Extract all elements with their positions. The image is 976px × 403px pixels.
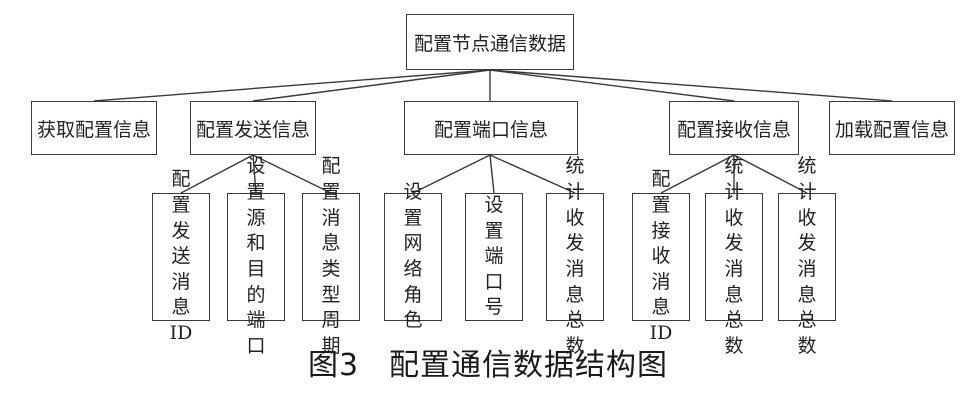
leaf-label: 统计收发消息总数: [565, 155, 585, 357]
leaf-port-number: 设置端口号: [465, 193, 523, 321]
connector-line: [489, 154, 495, 194]
connector-line: [733, 154, 808, 194]
node-label: 配置接收信息: [676, 118, 791, 141]
leaf-msg-count-2: 统计收发消息总数: [705, 155, 763, 357]
leaf-label: 设置端口号: [484, 193, 504, 319]
caption-number: 图3: [307, 348, 360, 383]
node-label: 获取配置信息: [36, 118, 151, 141]
connector-line: [412, 154, 491, 194]
connector-line: [93, 69, 491, 102]
leaf-label: 设置源和目的端口: [246, 155, 266, 357]
connector-line: [489, 154, 576, 194]
leaf-msg-count-1: 统计收发消息总数: [546, 155, 604, 357]
node-get-config: 获取配置信息: [31, 101, 157, 155]
leaf-recv-msg-id: 配置接收消息ID: [632, 168, 690, 344]
node-label: 配置端口信息: [433, 118, 548, 141]
leaf-msg-type-period: 配置消息类型周期: [302, 155, 360, 357]
node-label: 配置发送信息: [195, 118, 310, 141]
figure-caption: 图3 配置通信数据结构图: [0, 340, 976, 384]
leaf-label: 统计收发消息总数: [797, 155, 817, 357]
connector-line: [180, 154, 254, 194]
leaf-label: 配置发送消息ID: [169, 168, 193, 345]
node-label: 加载配置信息: [834, 118, 949, 141]
connector-line: [489, 69, 893, 102]
leaf-send-msg-id: 配置发送消息ID: [152, 168, 210, 344]
root-node: 配置节点通信数据: [406, 14, 574, 70]
node-load-config: 加载配置信息: [829, 101, 955, 155]
connector-line: [489, 69, 735, 102]
node-config-send: 配置发送信息: [190, 101, 316, 155]
leaf-network-role: 设置网络角色: [384, 181, 442, 331]
connector-line: [252, 69, 491, 102]
leaf-label: 统计收发消息总数: [724, 155, 744, 357]
node-config-port: 配置端口信息: [404, 101, 578, 155]
caption-title: 配置通信数据结构图: [389, 348, 669, 383]
leaf-src-dst-port: 设置源和目的端口: [227, 155, 285, 357]
leaf-label: 配置接收消息ID: [649, 168, 673, 345]
node-config-receive: 配置接收信息: [669, 101, 799, 155]
connector-line: [252, 154, 257, 194]
leaf-msg-count-3: 统计收发消息总数: [778, 155, 836, 357]
root-label: 配置节点通信数据: [413, 32, 566, 55]
connector-line: [660, 154, 735, 194]
connector-line: [252, 154, 332, 194]
leaf-label: 设置网络角色: [403, 181, 423, 332]
leaf-label: 配置消息类型周期: [321, 155, 341, 357]
